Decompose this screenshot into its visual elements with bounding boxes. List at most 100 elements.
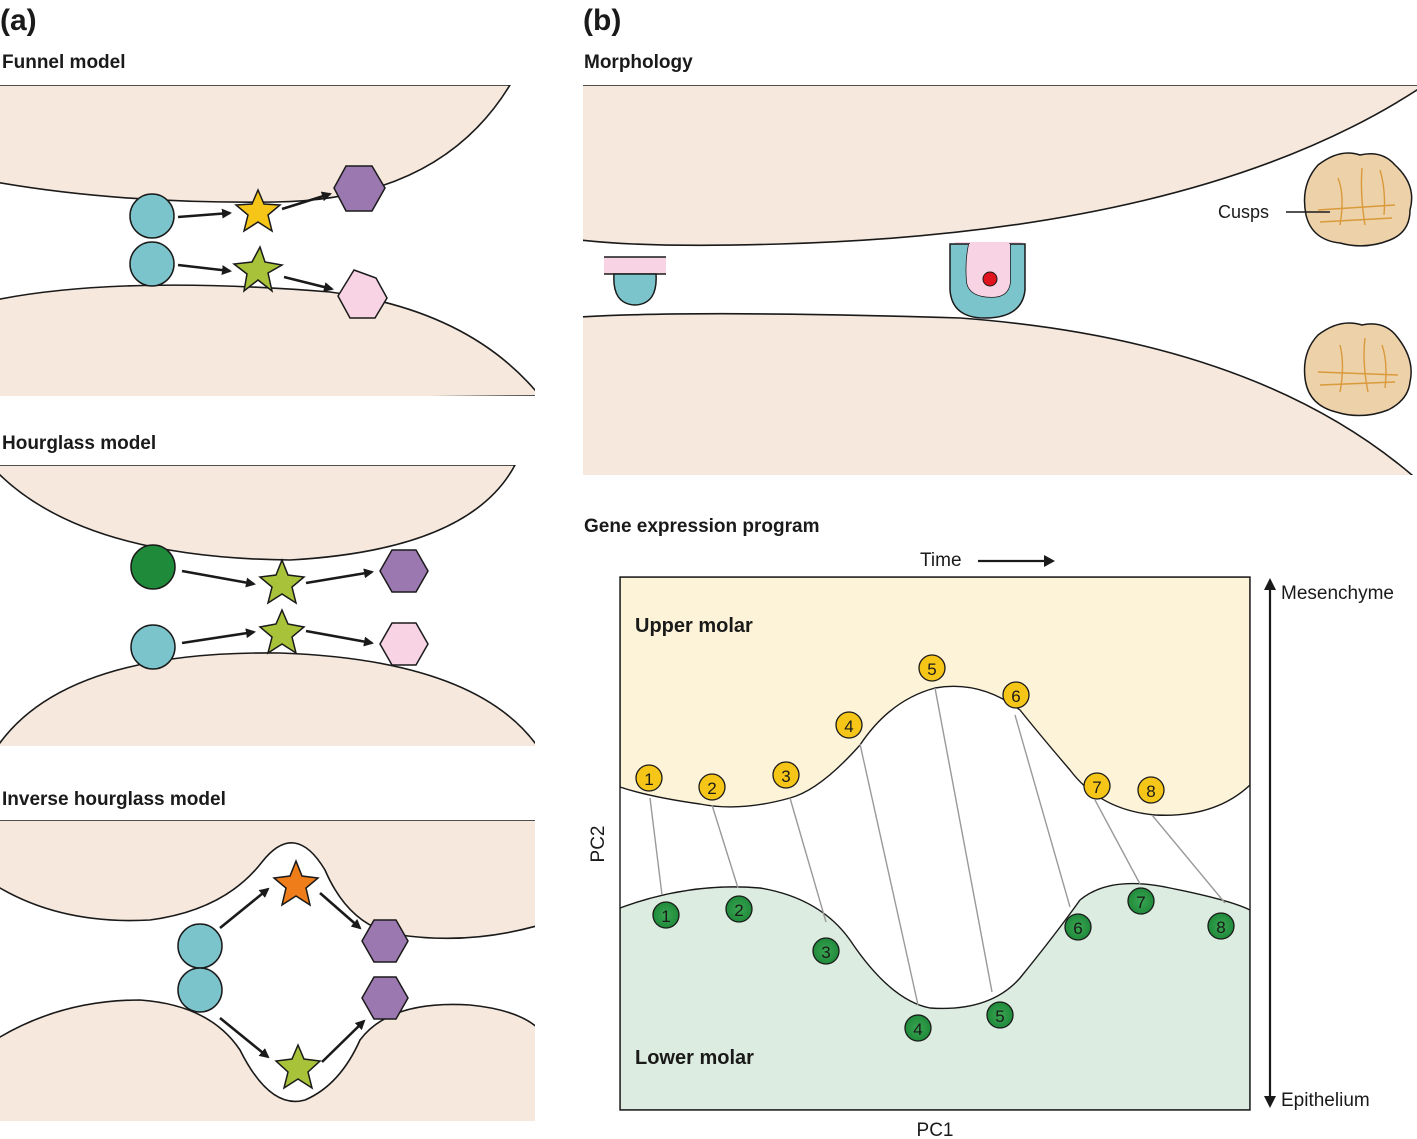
inverse-hourglass-model-diagram: [0, 820, 535, 1121]
bud-stage-tooth: [613, 273, 657, 306]
funnel-lime-star-icon: [232, 245, 285, 293]
lower-point-4: 4: [904, 1014, 932, 1042]
hourglass-arrow-1: [181, 569, 256, 588]
funnel-model-diagram: [0, 85, 535, 396]
svg-text:4: 4: [913, 1020, 922, 1039]
upper-point-5: 5: [918, 654, 946, 682]
inverse-orange-star-icon: [272, 858, 320, 907]
funnel-progenitor-cell-top: [129, 193, 175, 239]
inverse-arrow-1: [219, 887, 270, 930]
upper-point-8: 8: [1137, 776, 1165, 804]
funnel-pink-hexagon-icon: [337, 269, 388, 319]
funnel-progenitor-cell-bottom: [129, 241, 175, 287]
hourglass-elements: [130, 544, 429, 670]
upper-point-3: 3: [772, 761, 800, 789]
morphology-title: Morphology: [584, 52, 693, 73]
svg-text:5: 5: [927, 660, 936, 679]
plot-frame: [619, 576, 1251, 1111]
lower-point-2: 2: [725, 895, 753, 923]
cusps-label: Cusps: [1218, 202, 1269, 222]
svg-text:2: 2: [707, 779, 716, 798]
svg-text:7: 7: [1136, 893, 1145, 912]
epithelium-label: Epithelium: [1281, 1090, 1370, 1111]
time-label: Time: [920, 550, 962, 571]
cap-stage-papilla: [966, 244, 1010, 297]
lower-molar-region: [620, 882, 1250, 1110]
inverse-progenitor-cell-top: [177, 923, 223, 969]
inverse-progenitor-cell-bottom: [177, 967, 223, 1013]
tissue-axis: Mesenchyme Epithelium: [1264, 578, 1394, 1111]
hourglass-arrow-3: [305, 568, 374, 585]
correspondence-lines: [649, 687, 1226, 1006]
upper-point-7: 7: [1083, 772, 1111, 800]
inverse-lower-tissue: [0, 999, 535, 1121]
upper-molar-points: 1 2 3 4 5 6 7 8: [635, 654, 1165, 804]
morphology-lower-jaw: [583, 312, 1414, 475]
funnel-arrow-2: [177, 263, 232, 276]
lower-molar-crown-ridges: [1317, 337, 1399, 393]
hourglass-model-diagram: [0, 465, 535, 746]
time-arrow-head: [1044, 555, 1055, 567]
funnel-purple-hexagon-icon: [333, 165, 386, 212]
hourglass-arrow-2: [181, 628, 256, 645]
morphology-diagram: [583, 85, 1417, 475]
funnel-arrow-3: [281, 191, 332, 211]
svg-text:5: 5: [995, 1007, 1004, 1026]
funnel-upper-tissue: [0, 85, 511, 203]
hourglass-upper-tissue: [0, 465, 516, 561]
inverse-arrow-4: [321, 1019, 366, 1063]
lower-molar-label: Lower molar: [635, 1047, 754, 1069]
hourglass-lime-star-bottom-icon: [258, 608, 306, 655]
hourglass-arrow-4: [305, 629, 374, 647]
upper-point-6: 6: [1002, 681, 1030, 709]
hourglass-green-cell: [130, 544, 176, 590]
svg-text:8: 8: [1216, 918, 1225, 937]
mesenchyme-label: Mesenchyme: [1281, 583, 1394, 604]
svg-text:6: 6: [1011, 687, 1020, 706]
lower-point-6: 6: [1064, 913, 1092, 941]
inverse-elements: [177, 858, 409, 1090]
inverse-arrow-2: [219, 1016, 270, 1059]
upper-molar-crown-icon: [1303, 152, 1413, 247]
funnel-arrow-1: [177, 208, 232, 219]
mesenchyme-arrow-head: [1264, 578, 1276, 590]
svg-text:4: 4: [844, 717, 853, 736]
svg-text:2: 2: [734, 901, 743, 920]
upper-point-2: 2: [698, 773, 726, 801]
funnel-arrow-4: [283, 275, 334, 292]
upper-point-4: 4: [835, 711, 863, 739]
svg-text:3: 3: [821, 943, 830, 962]
svg-text:8: 8: [1146, 782, 1155, 801]
inverse-hourglass-model-title: Inverse hourglass model: [2, 789, 226, 810]
funnel-lower-tissue: [0, 284, 535, 396]
morphology-upper-jaw: [583, 85, 1417, 247]
svg-text:6: 6: [1073, 919, 1082, 938]
panel-b-letter: (b): [583, 4, 621, 37]
hourglass-blue-cell: [130, 624, 176, 670]
svg-text:1: 1: [644, 770, 653, 789]
lower-point-5: 5: [986, 1001, 1014, 1029]
lower-point-1: 1: [652, 901, 680, 929]
bud-epithelium-band: [604, 257, 666, 274]
gene-expression-plot: Upper molar Lower molar 1 2 3 4 5 6 7 8 …: [588, 576, 1251, 1139]
funnel-model-title: Funnel model: [2, 52, 126, 73]
epithelium-arrow-head: [1264, 1096, 1276, 1108]
lower-point-3: 3: [812, 937, 840, 965]
lower-molar-points: 1 2 3 4 5 6 7 8: [652, 887, 1235, 1042]
lower-point-7: 7: [1127, 887, 1155, 915]
pc1-axis-label: PC1: [917, 1120, 954, 1139]
funnel-yellow-star-icon: [234, 188, 282, 233]
inverse-upper-tissue: [0, 820, 535, 940]
funnel-elements: [129, 165, 388, 319]
pc2-axis-label: PC2: [588, 826, 609, 863]
lower-point-8: 8: [1207, 912, 1235, 940]
hourglass-model-title: Hourglass model: [2, 433, 156, 454]
hourglass-lower-tissue: [0, 652, 535, 746]
morphology-teeth: Cusps: [604, 152, 1413, 417]
hourglass-lime-star-top-icon: [258, 557, 306, 605]
gene-expression-title: Gene expression program: [584, 516, 819, 537]
svg-text:1: 1: [661, 907, 670, 926]
enamel-knot-dot: [982, 271, 998, 287]
inverse-lime-star-icon: [274, 1043, 322, 1090]
